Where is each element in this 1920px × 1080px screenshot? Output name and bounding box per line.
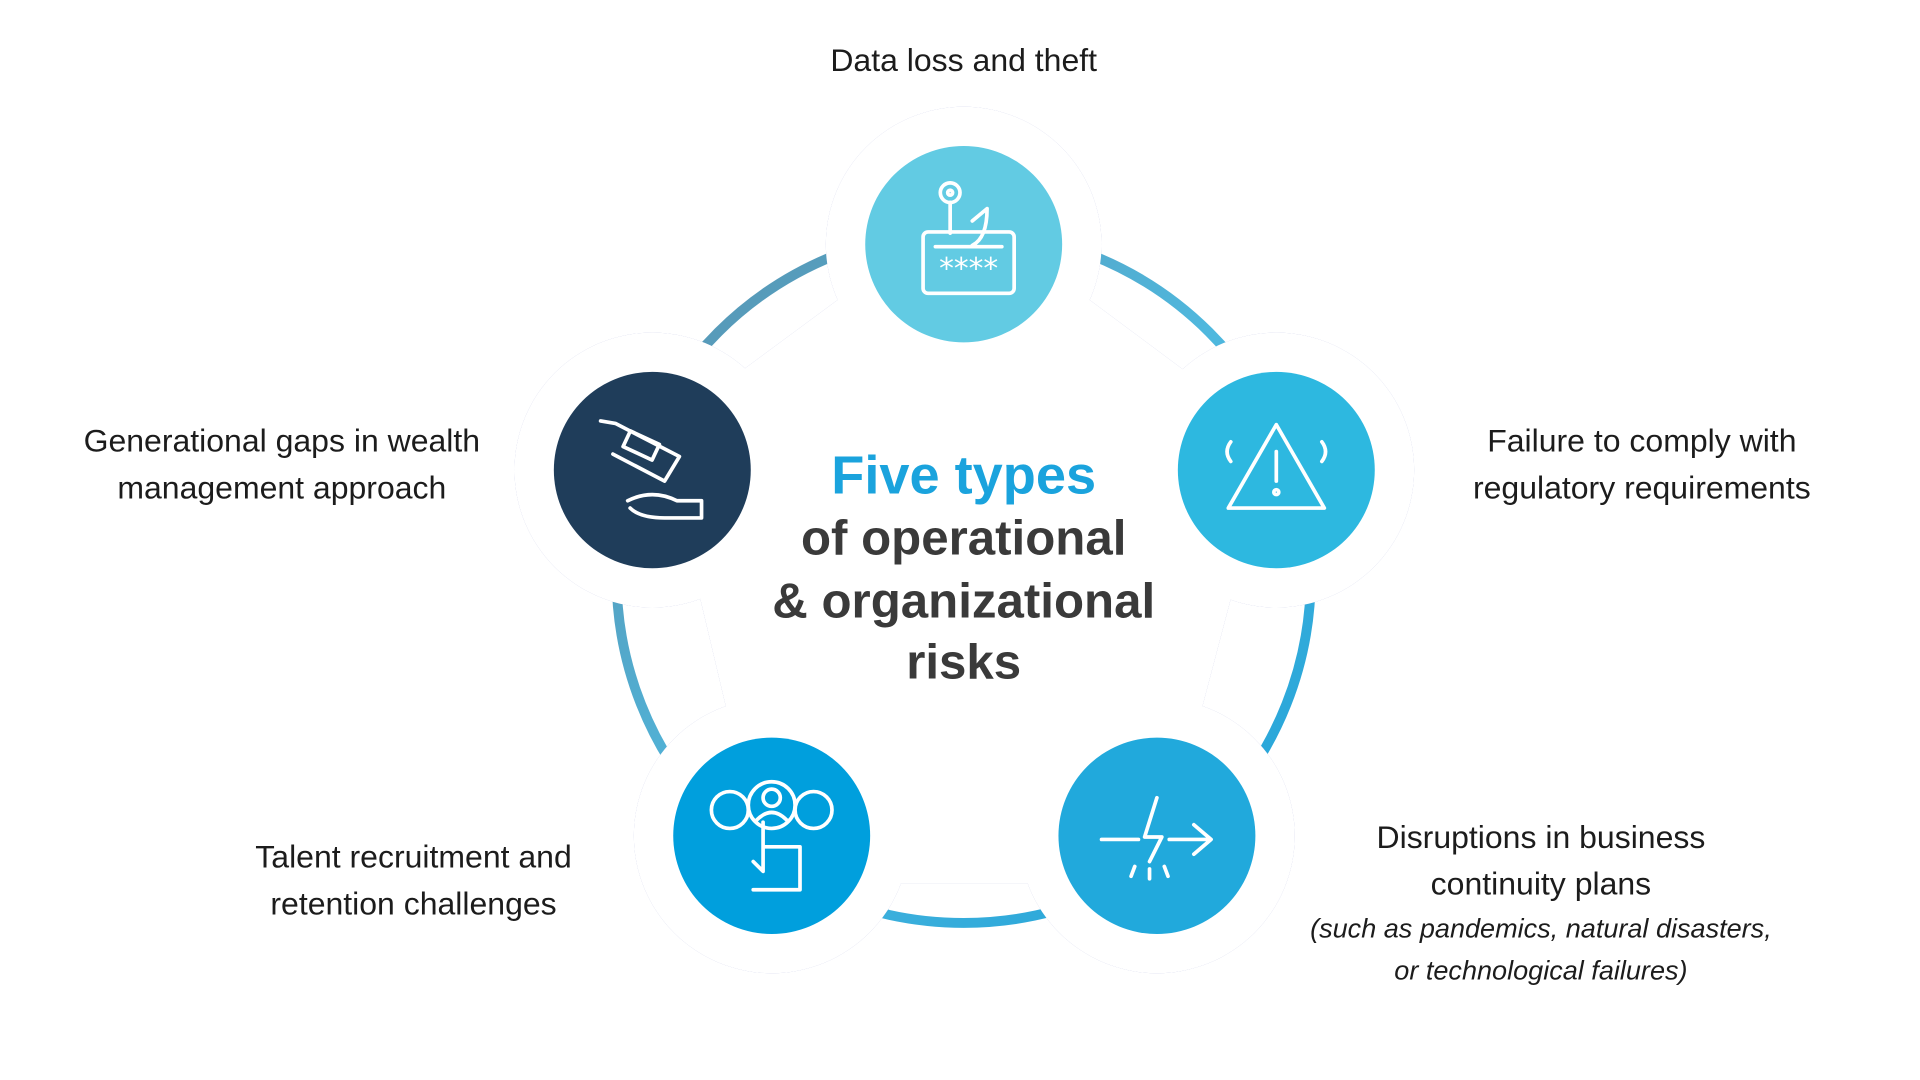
- item-talent: [673, 737, 871, 934]
- label-line: continuity plans: [1431, 866, 1651, 902]
- label-generational: Generational gaps in wealth management a…: [84, 423, 481, 506]
- title-line-1: Five types: [831, 445, 1096, 505]
- item-disruptions: [1058, 737, 1256, 934]
- label-line: management approach: [117, 469, 446, 505]
- label-line: Talent recruitment and: [255, 839, 571, 875]
- icon-circle: [673, 737, 871, 934]
- label-disruptions: Disruptions in business continuity plans…: [1310, 819, 1772, 985]
- title-line-2: of operational: [801, 511, 1126, 566]
- label-line: regulatory requirements: [1473, 469, 1811, 505]
- label-note: or technological failures): [1394, 955, 1687, 985]
- warning-alert-icon: [1225, 422, 1328, 510]
- svg-text:****: ****: [939, 252, 998, 286]
- center-title: Five types of operational & organization…: [772, 445, 1155, 689]
- phishing-hook-password-icon: ****: [921, 181, 1016, 296]
- label-compliance: Failure to comply with regulatory requir…: [1473, 423, 1811, 506]
- label-talent: Talent recruitment and retention challen…: [255, 839, 571, 922]
- label-line: Disruptions in business: [1376, 819, 1705, 855]
- label-line: Generational gaps in wealth: [84, 423, 481, 459]
- item-generational: [553, 371, 751, 569]
- broken-arrow-lightning-icon: [1099, 795, 1213, 881]
- title-line-4: risks: [906, 635, 1021, 690]
- label-line: retention challenges: [270, 885, 556, 921]
- money-hand-icon: [598, 419, 704, 520]
- label-note: (such as pandemics, natural disasters,: [1310, 914, 1772, 944]
- people-select-hand-icon: [709, 779, 834, 892]
- icon-circle: [865, 146, 1063, 343]
- item-data-loss: ****: [865, 146, 1063, 343]
- item-compliance: [1177, 371, 1375, 569]
- label-data-loss: Data loss and theft: [830, 42, 1097, 78]
- label-line: Failure to comply with: [1487, 423, 1796, 459]
- title-line-3: & organizational: [772, 573, 1155, 628]
- icon-circle: [553, 371, 751, 569]
